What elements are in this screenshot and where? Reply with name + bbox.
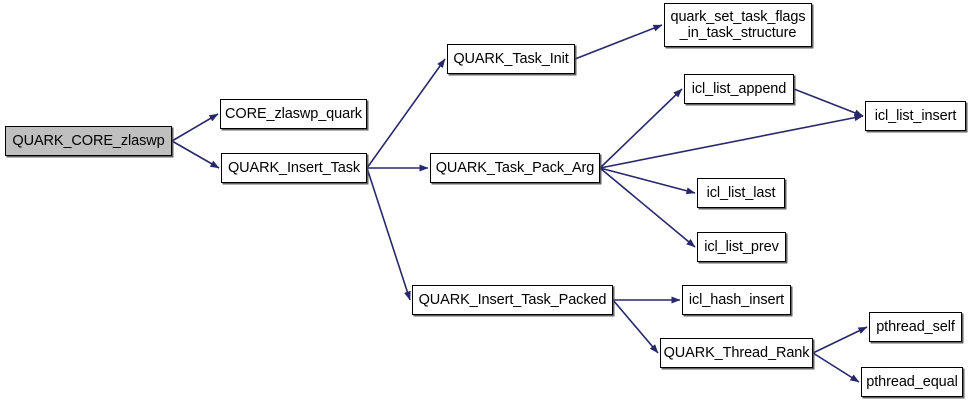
graph-node-label: QUARK_Task_Pack_Arg <box>435 159 595 176</box>
graph-node-icl_list_insert[interactable]: icl_list_insert <box>865 101 966 131</box>
graph-node-label: QUARK_CORE_zlaswp <box>12 132 165 149</box>
graph-node-core_zlaswp_quark[interactable]: CORE_zlaswp_quark <box>220 99 367 129</box>
graph-edge-icl_list_append-to-icl_list_insert <box>793 88 864 117</box>
graph-node-quark_insert_task[interactable]: QUARK_Insert_Task <box>221 153 367 183</box>
graph-edge-quark_thread_rank-to-pthread_self <box>812 326 868 354</box>
graph-edge-quark_task_pack_arg-to-icl_list_last <box>599 167 696 195</box>
graph-node-label: quark_set_task_flags _in_task_structure <box>670 8 806 41</box>
graph-edge-quark_insert_task_packed-to-quark_thread_rank <box>612 299 659 354</box>
graph-node-label: QUARK_Thread_Rank <box>663 344 810 361</box>
graph-node-quark_core_zlaswp[interactable]: QUARK_CORE_zlaswp <box>5 126 172 156</box>
graph-node-label: pthread_equal <box>866 373 958 390</box>
graph-node-quark_task_init[interactable]: QUARK_Task_Init <box>447 44 575 74</box>
graph-edge-quark_core_zlaswp-to-core_zlaswp_quark <box>171 113 219 142</box>
graph-node-icl_hash_insert[interactable]: icl_hash_insert <box>682 285 791 315</box>
graph-node-quark_insert_task_packed[interactable]: QUARK_Insert_Task_Packed <box>412 285 613 315</box>
graph-node-label: pthread_self <box>876 318 955 335</box>
graph-node-label: icl_list_insert <box>874 107 957 124</box>
graph-node-label: icl_hash_insert <box>688 291 785 308</box>
graph-node-icl_list_last[interactable]: icl_list_last <box>697 178 785 208</box>
graph-edge-quark_task_pack_arg-to-icl_list_insert <box>599 114 864 169</box>
graph-edge-quark_task_pack_arg-to-icl_list_prev <box>599 167 696 248</box>
graph-edge-quark_task_init-to-quark_set_task_flags_in_task_structure <box>574 24 663 60</box>
graph-edge-quark_insert_task-to-quark_task_init <box>366 58 446 169</box>
graph-node-label: QUARK_Insert_Task <box>227 159 361 176</box>
graph-node-label: icl_list_prev <box>704 238 779 255</box>
graph-node-label: QUARK_Insert_Task_Packed <box>418 291 607 308</box>
graph-node-pthread_self[interactable]: pthread_self <box>869 312 962 342</box>
graph-node-icl_list_append[interactable]: icl_list_append <box>684 74 794 104</box>
graph-node-icl_list_prev[interactable]: icl_list_prev <box>697 232 786 262</box>
graph-node-label: QUARK_Task_Init <box>453 50 569 67</box>
graph-edge-quark_thread_rank-to-pthread_equal <box>812 352 860 383</box>
graph-node-label: icl_list_append <box>691 80 787 97</box>
graph-node-label: CORE_zlaswp_quark <box>225 105 362 122</box>
graph-node-label: icl_list_last <box>706 184 776 201</box>
graph-edge-quark_task_pack_arg-to-icl_list_append <box>599 88 683 169</box>
graph-edge-quark_insert_task-to-quark_insert_task_packed <box>366 167 411 301</box>
graph-edge-quark_core_zlaswp-to-quark_insert_task <box>171 140 220 169</box>
graph-node-pthread_equal[interactable]: pthread_equal <box>861 367 963 397</box>
graph-node-quark_set_task_flags_in_task_structure[interactable]: quark_set_task_flags _in_task_structure <box>664 3 812 47</box>
graph-node-quark_thread_rank[interactable]: QUARK_Thread_Rank <box>660 338 813 368</box>
graph-node-quark_task_pack_arg[interactable]: QUARK_Task_Pack_Arg <box>430 153 600 183</box>
